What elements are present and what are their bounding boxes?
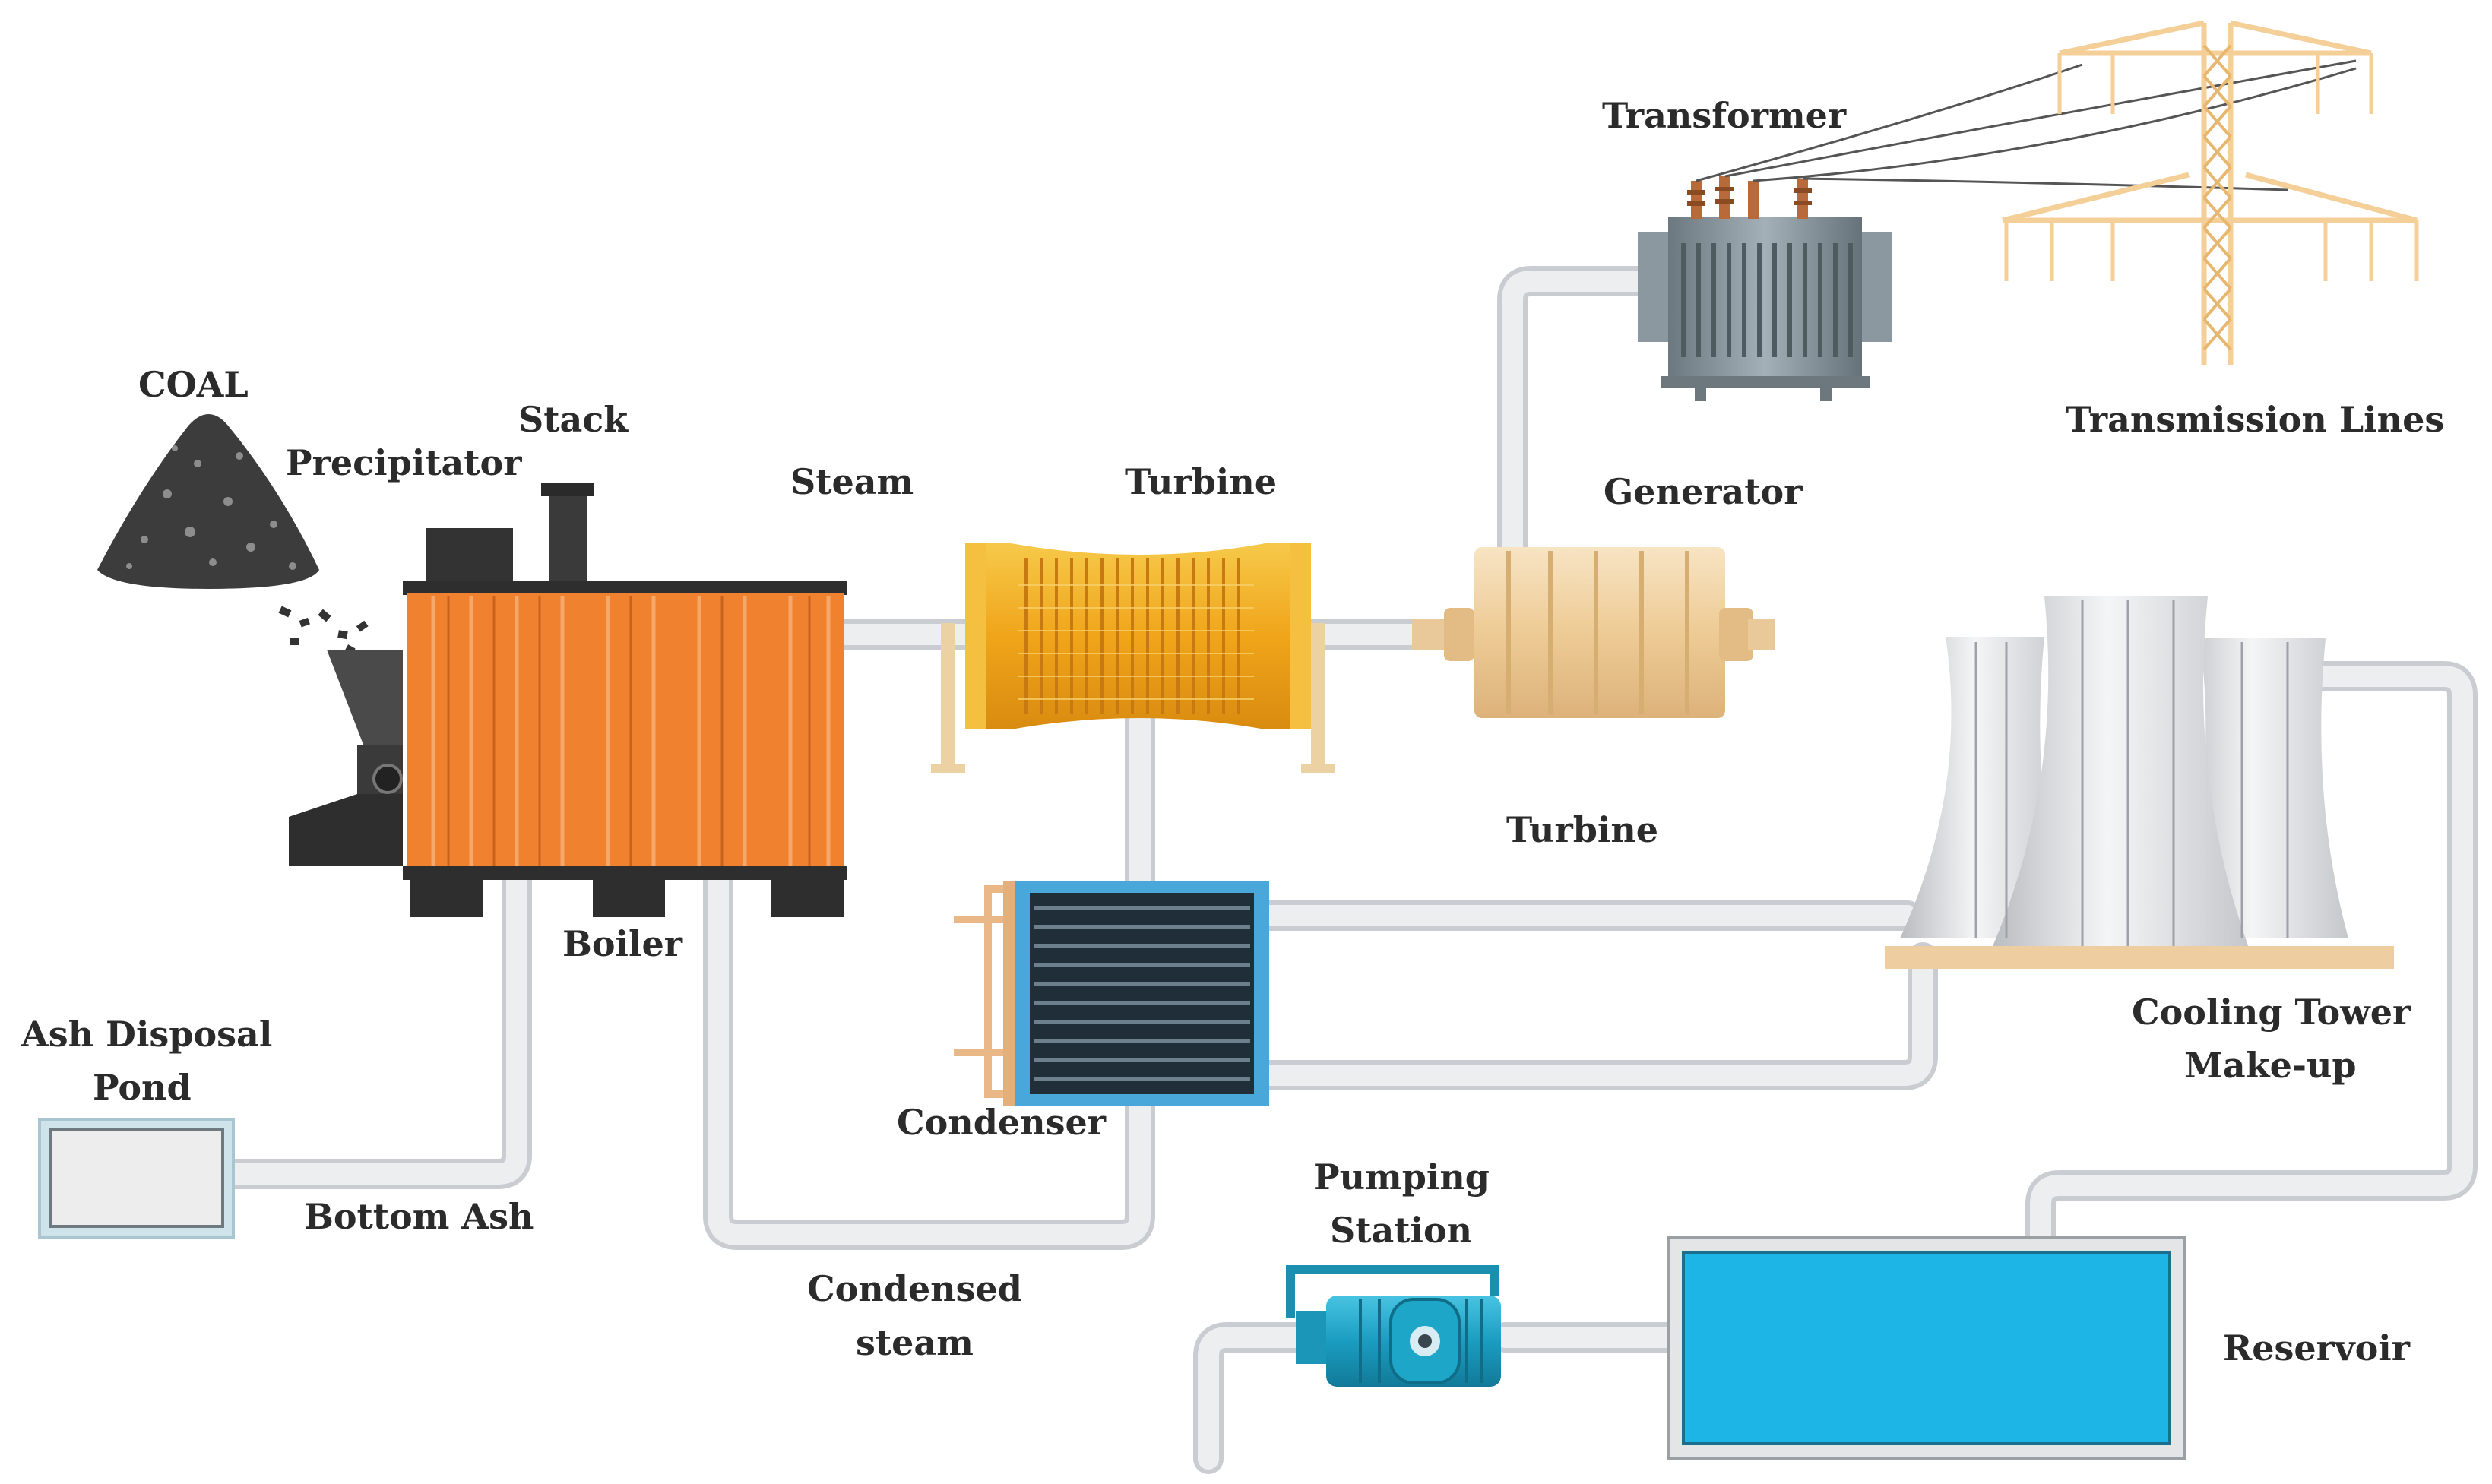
- pumping-station-label: Pumping: [1313, 1157, 1490, 1198]
- bottom-ash-label: Bottom Ash: [304, 1196, 534, 1237]
- transformer-icon: [1638, 176, 1892, 401]
- turbine-label: Turbine: [1125, 461, 1277, 502]
- labels: COAL Precipitator Stack Steam Turbine Tr…: [21, 95, 2444, 1369]
- pumping-station-label-line2: Station: [1330, 1210, 1472, 1251]
- transformer-label: Transformer: [1602, 95, 1847, 136]
- pumping-station-icon: [1286, 1265, 1501, 1387]
- cooling-tower-label: Cooling Tower: [2132, 992, 2411, 1033]
- cooling-tower-label-line2: Make-up: [2184, 1045, 2357, 1086]
- transmission-lines-icon: [1696, 20, 2419, 365]
- generator-label: Generator: [1604, 471, 1803, 512]
- steam-label: Steam: [790, 461, 914, 502]
- precipitator-label: Precipitator: [286, 442, 522, 483]
- boiler-label: Boiler: [562, 923, 683, 964]
- pipe-network: [213, 266, 2478, 1474]
- cooling-tower-icon: [1885, 596, 2394, 969]
- coal-label: COAL: [138, 364, 249, 405]
- ash-disposal-pond-icon: [38, 1118, 235, 1239]
- condenser-label: Condenser: [897, 1102, 1107, 1143]
- ash-disposal-pond-label-line2: Pond: [93, 1067, 192, 1108]
- stack-label: Stack: [518, 399, 629, 440]
- transmission-lines-label: Transmission Lines: [2066, 399, 2444, 440]
- turbine-label-lower: Turbine: [1506, 809, 1658, 850]
- ash-disposal-pond-label: Ash Disposal: [21, 1014, 272, 1055]
- reservoir-label: Reservoir: [2223, 1327, 2411, 1369]
- reservoir-icon: [1667, 1236, 2186, 1460]
- condenser-icon: [954, 881, 1269, 1106]
- boiler-icon: [289, 483, 847, 917]
- generator-icon: [1412, 547, 1775, 718]
- steam-turbine-icon: [931, 543, 1335, 773]
- condensed-steam-label: Condensed: [807, 1268, 1022, 1309]
- condensed-steam-label-line2: steam: [856, 1322, 974, 1363]
